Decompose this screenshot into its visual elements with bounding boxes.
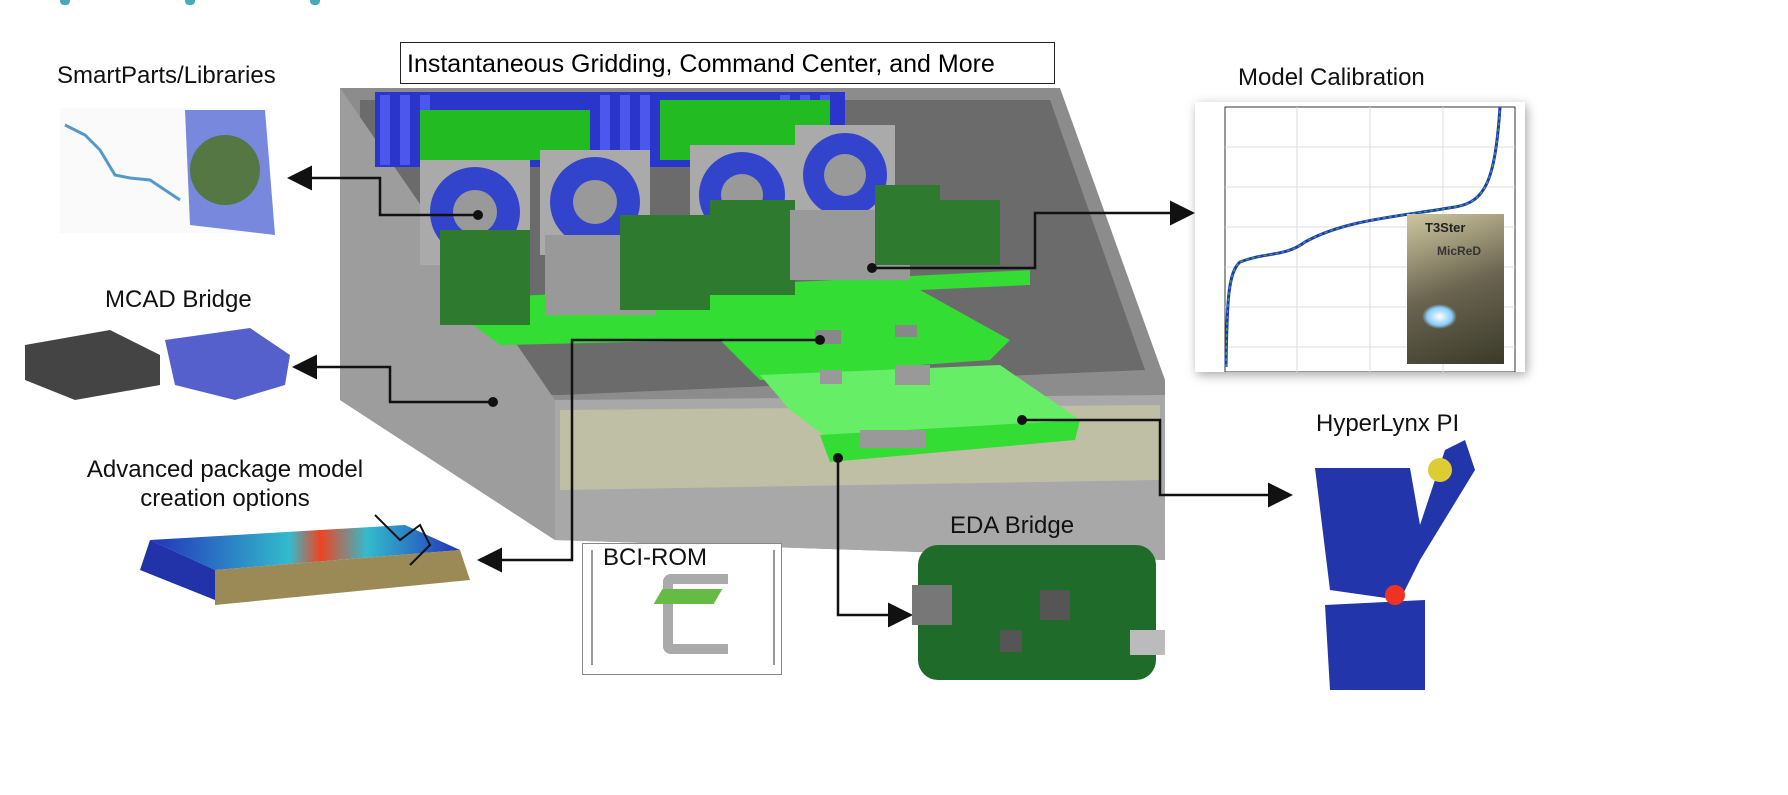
connector-arrows [287, 165, 1293, 628]
t3ster-photo: T3Ster MicReD [1407, 214, 1504, 364]
calibration-label: Model Calibration [1238, 64, 1425, 91]
package-label-line2: creation options [140, 485, 310, 512]
header-fragment [310, 0, 320, 5]
package-label-line1: Advanced package model [86, 456, 364, 483]
header-fragment [60, 0, 70, 5]
header-fragment [185, 0, 195, 5]
leds [1422, 304, 1457, 329]
matrix-bracket-icon [591, 550, 775, 665]
bci-rom-card: BCI-ROM [582, 543, 782, 675]
calibration-chart-card: T3Ster MicReD [1195, 102, 1525, 373]
bci-rom-label: BCI-ROM [603, 544, 707, 571]
mcad-label: MCAD Bridge [105, 286, 252, 313]
micred-logo: MicReD [1437, 244, 1482, 258]
hyperlynx-label: HyperLynx PI [1316, 410, 1460, 437]
eda-board-thumbnail [912, 545, 1165, 680]
smartparts-thumbnail [60, 108, 275, 235]
header-banner: Instantaneous Gridding, Command Center, … [400, 42, 1055, 84]
package-thumbnail [140, 514, 470, 605]
riser-board [820, 420, 1080, 462]
eda-label: EDA Bridge [950, 512, 1075, 539]
calibration-curve [1224, 106, 1516, 373]
mcad-thumbnail [25, 328, 290, 400]
chip-heatmap-icon [653, 589, 723, 604]
smartparts-label: SmartParts/Libraries [57, 62, 276, 89]
t3ster-logo: T3Ster [1425, 220, 1466, 235]
heatsinks [440, 185, 1000, 448]
hyperlynx-thumbnail [1315, 440, 1475, 690]
clamp-icon [663, 574, 728, 654]
